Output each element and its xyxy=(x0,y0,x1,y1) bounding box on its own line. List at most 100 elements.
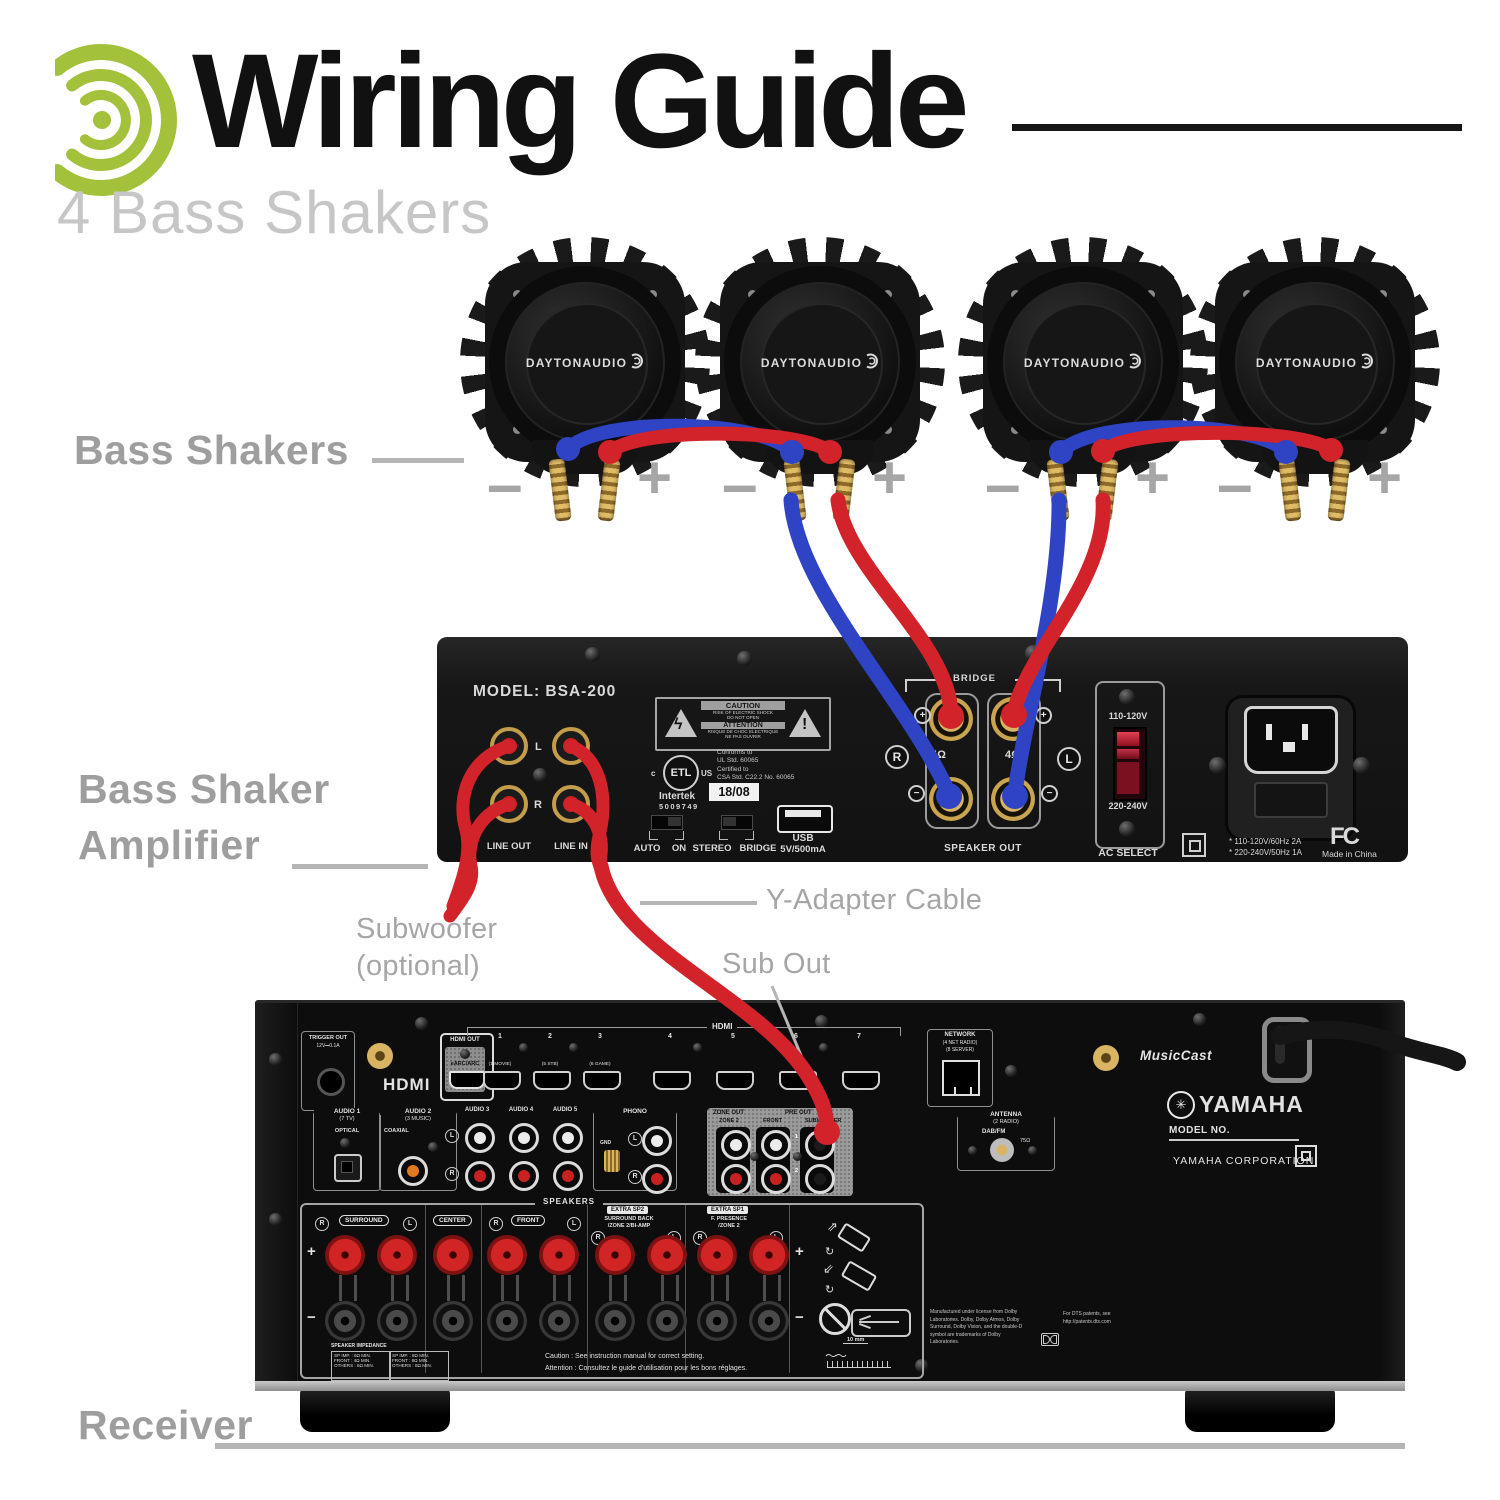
switch-diagram xyxy=(745,831,754,840)
l-minus-marker: − xyxy=(1041,785,1058,802)
group-divider xyxy=(685,1205,686,1373)
yamaha-tuning-fork-icon: ✳ xyxy=(1167,1091,1195,1119)
hdmi-port-2-label: 2 xyxy=(548,1033,552,1040)
speaker-post-plus xyxy=(325,1235,365,1275)
speakers-section xyxy=(300,1203,924,1379)
audio1-sub: (7 TV) xyxy=(339,1116,355,1122)
shaker-cap xyxy=(761,303,883,425)
speaker-post-minus xyxy=(325,1301,365,1341)
hdmi-out-label: HDMI OUT xyxy=(450,1037,480,1043)
screw xyxy=(269,1213,282,1226)
hdmi-port xyxy=(533,1071,571,1090)
musiccast-logo: MusicCast xyxy=(1140,1048,1213,1063)
line-out-r-jack xyxy=(490,785,528,823)
post-strut xyxy=(391,1275,409,1301)
screw xyxy=(1119,821,1135,837)
sub1-label: 1 xyxy=(795,1134,799,1140)
imp-a3: OTHERS : 6Ω MIN. xyxy=(334,1363,374,1368)
bridge-label: BRIDGE xyxy=(953,673,996,684)
post-strut xyxy=(609,1275,627,1301)
hdmi-group-bracket xyxy=(467,1027,901,1036)
speaker-post-minus xyxy=(377,1301,417,1341)
subwoofer-label: SUBWOOFER xyxy=(805,1118,842,1124)
front-r-marker: R xyxy=(489,1217,503,1231)
ac-110v-label: 110-120V xyxy=(1108,711,1148,721)
front-l-marker: L xyxy=(567,1217,581,1231)
screw xyxy=(519,1043,528,1052)
usb-port xyxy=(777,805,833,833)
phono-l-jack xyxy=(642,1126,672,1156)
attention-line2: NE PAS OUVRIR xyxy=(725,734,761,739)
switch-label-auto: AUTO xyxy=(633,843,661,854)
caution-line2: DO NOT OPEN xyxy=(726,715,760,720)
switch-diagram xyxy=(719,831,728,840)
hdmi-port-5-label: 5 xyxy=(731,1033,735,1040)
plus-right: + xyxy=(795,1243,804,1260)
conforms-line3: Certified to xyxy=(717,765,749,773)
stereo-bridge-switch xyxy=(721,815,753,830)
hdmi-port-1-label: 1 xyxy=(498,1033,502,1040)
network-label: NETWORK xyxy=(944,1032,976,1038)
sp1-line1: F. PRESENCE xyxy=(710,1216,748,1222)
dolby-double-d-icon xyxy=(1041,1333,1059,1346)
minus-left: − xyxy=(307,1309,316,1326)
front-l-jack xyxy=(761,1130,791,1160)
switch-diagram xyxy=(675,831,684,840)
screw xyxy=(1209,757,1226,774)
speaker-out-label: SPEAKER OUT xyxy=(944,843,1022,854)
screw xyxy=(1025,645,1041,661)
channel-l-marker: L xyxy=(1057,747,1081,771)
sp2-line1: SURROUND BACK xyxy=(604,1216,654,1222)
hdmi-port-3-label: 3 xyxy=(598,1033,602,1040)
terminal-mount xyxy=(532,440,638,474)
screw xyxy=(1005,1065,1017,1077)
turn-arrow-icon: ↻ xyxy=(825,1284,835,1296)
hdmi-port xyxy=(483,1071,521,1090)
bridge-bracket-right xyxy=(1015,679,1061,692)
optical-port xyxy=(334,1154,362,1182)
hdmi-group-label: HDMI xyxy=(707,1022,738,1031)
binding-post-icon xyxy=(840,1260,878,1292)
audio1-label: AUDIO 1 xyxy=(314,1108,380,1115)
terminal-mount xyxy=(1262,440,1368,474)
sub-out-label: Sub Out xyxy=(722,948,831,980)
imp-a1: SP IMP. : 6Ω MIN. xyxy=(334,1353,371,1358)
terminal-mount xyxy=(1030,440,1136,474)
phono-r-jack xyxy=(642,1164,672,1194)
receiver-foot xyxy=(1185,1386,1335,1432)
trigger-out-box: TRIGGER OUT 12V⎓0.1A xyxy=(301,1031,355,1111)
speaker-post-plus xyxy=(433,1235,473,1275)
etl-us: US xyxy=(701,769,713,778)
audio3-label: AUDIO 3 xyxy=(464,1107,490,1113)
label-receiver-line xyxy=(215,1443,1405,1449)
front-label: FRONT xyxy=(511,1215,546,1226)
audio4-r-jack xyxy=(509,1161,539,1191)
screw xyxy=(533,768,547,782)
front-label: FRONT xyxy=(763,1118,782,1124)
av-receiver: TRIGGER OUT 12V⎓0.1A HDMI HDMI OUT eARC/… xyxy=(255,1000,1405,1391)
terminal-mount xyxy=(767,440,873,474)
l-plus-marker: + xyxy=(1035,707,1052,724)
bare-wire-box xyxy=(851,1309,911,1337)
dolby-license-text: Manufactured under license from Dolby La… xyxy=(930,1309,1023,1345)
caution-title: CAUTION xyxy=(701,701,785,710)
trigger-out-label: TRIGGER OUT xyxy=(308,1035,348,1041)
ac-select-label: AC SELECT xyxy=(1098,847,1158,859)
polarity-plus: + xyxy=(1135,444,1171,511)
label-bass-shakers-line xyxy=(372,458,464,463)
made-in-china: Made in China xyxy=(1322,849,1377,859)
sp1-line2: /ZONE 2 xyxy=(718,1223,740,1229)
extra-sp2-chip: EXTRA SP2 xyxy=(607,1206,649,1214)
surround-r-marker: R xyxy=(315,1217,329,1231)
label-bass-shakers: Bass Shakers xyxy=(74,427,349,473)
shaker-cap xyxy=(1256,303,1378,425)
y-adapter-label: Y-Adapter Cable xyxy=(766,884,983,916)
screw xyxy=(428,1142,438,1152)
speaker-post-plus xyxy=(595,1235,635,1275)
fcc-logo: FC xyxy=(1330,823,1360,850)
model-no-line xyxy=(1169,1139,1299,1141)
binding-post-icon xyxy=(836,1222,872,1253)
title-rule xyxy=(1012,124,1462,131)
trigger-jack xyxy=(317,1068,345,1096)
attention-note: Attention : Consultez le guide d'utilisa… xyxy=(545,1365,748,1372)
